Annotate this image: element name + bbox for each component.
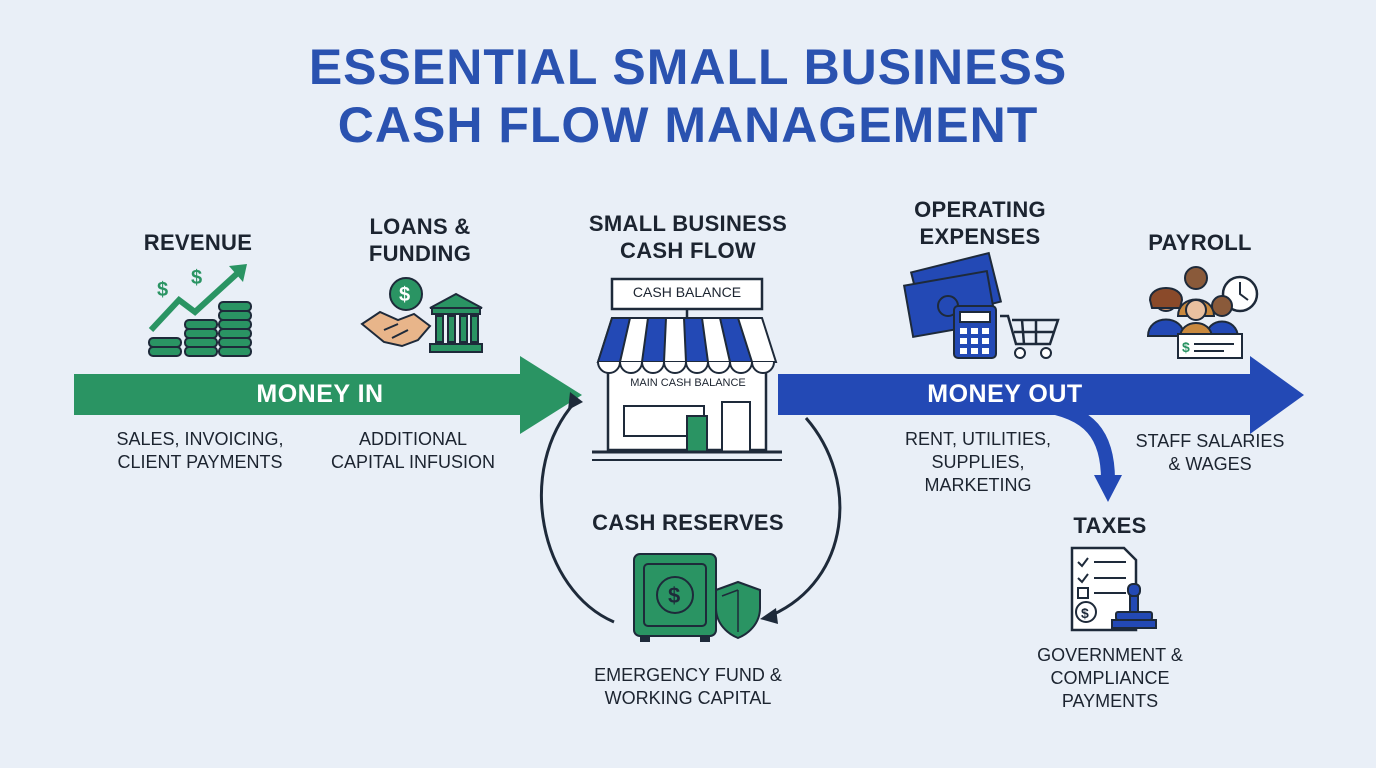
taxes-branch-arrow	[1038, 398, 1115, 481]
payroll-desc-line-1: STAFF SALARIES	[1135, 431, 1285, 451]
center-title-line-1: SMALL BUSINESS	[588, 211, 788, 236]
taxes-desc-line-3: PAYMENTS	[1061, 691, 1159, 711]
handshake-bank-icon: $	[360, 277, 483, 353]
revenue-growth-coins-icon: $ $	[148, 264, 252, 357]
money-in-arrow	[74, 356, 582, 434]
taxes-desc: GOVERNMENT & COMPLIANCE PAYMENTS	[1010, 644, 1210, 713]
title-line-1: ESSENTIAL SMALL BUSINESS	[308, 39, 1068, 95]
safe-shield-icon: $	[633, 553, 761, 642]
operating-title-line-1: OPERATING	[914, 197, 1046, 222]
svg-text:$: $	[157, 279, 168, 301]
page-title: ESSENTIAL SMALL BUSINESS CASH FLOW MANAG…	[0, 38, 1376, 154]
operating-desc: RENT, UTILITIES, SUPPLIES, MARKETING	[878, 428, 1078, 497]
tax-form-stamp-icon: $	[1070, 546, 1157, 632]
loans-title: LOANS & FUNDING	[340, 213, 500, 267]
operating-desc-line-1: RENT, UTILITIES,	[904, 429, 1052, 449]
payroll-desc: STAFF SALARIES & WAGES	[1110, 430, 1310, 476]
reserves-title: CASH RESERVES	[592, 510, 784, 535]
revenue-desc: SALES, INVOICING, CLIENT PAYMENTS	[95, 428, 305, 474]
reserve-loop-left-head	[568, 392, 583, 410]
taxes-desc-line-2: COMPLIANCE	[1050, 668, 1170, 688]
reserve-loop-right	[771, 417, 842, 617]
loans-desc-line-2: CAPITAL INFUSION	[330, 452, 496, 472]
staff-clock-check-icon: $	[1146, 266, 1259, 359]
operating-title-line-2: EXPENSES	[919, 224, 1041, 249]
reserves-desc-line-2: WORKING CAPITAL	[604, 688, 772, 708]
operating-desc-line-3: MARKETING	[924, 475, 1032, 495]
reserve-loop-right-head	[760, 608, 778, 624]
svg-text:$: $	[1182, 339, 1190, 355]
svg-text:$: $	[191, 267, 202, 289]
revenue-desc-line-1: SALES, INVOICING,	[116, 429, 284, 449]
svg-text:$: $	[668, 583, 680, 608]
loans-title-line-2: FUNDING	[368, 241, 472, 266]
money-out-arrow	[778, 356, 1304, 434]
title-line-2: CASH FLOW MANAGEMENT	[337, 97, 1039, 153]
cash-balance-sign: CASH BALANCE	[632, 284, 742, 300]
svg-text:$: $	[399, 284, 410, 306]
taxes-title: TAXES	[1073, 513, 1147, 538]
operating-desc-line-2: SUPPLIES,	[931, 452, 1025, 472]
loans-title-line-1: LOANS &	[369, 214, 471, 239]
payroll-title: PAYROLL	[1148, 230, 1252, 255]
reserves-desc: EMERGENCY FUND & WORKING CAPITAL	[570, 664, 806, 710]
taxes-branch-arrowhead	[1094, 475, 1122, 502]
cash-calculator-cart-icon	[902, 251, 1060, 359]
reserve-loop-left	[539, 401, 615, 624]
taxes-desc-line-1: GOVERNMENT &	[1037, 645, 1183, 665]
revenue-title: REVENUE	[143, 230, 253, 255]
reserves-desc-line-1: EMERGENCY FUND &	[594, 665, 782, 685]
svg-text:$: $	[1081, 605, 1089, 621]
money-out-label: MONEY OUT	[927, 380, 1083, 408]
main-cash-balance-label: MAIN CASH BALANCE	[630, 377, 746, 389]
operating-title: OPERATING EXPENSES	[880, 196, 1080, 250]
loans-desc: ADDITIONAL CAPITAL INFUSION	[318, 428, 508, 474]
center-title: SMALL BUSINESS CASH FLOW	[568, 210, 808, 264]
payroll-desc-line-2: & WAGES	[1168, 454, 1252, 474]
loans-desc-line-1: ADDITIONAL	[358, 429, 468, 449]
storefront-icon	[592, 277, 782, 461]
money-in-label: MONEY IN	[256, 380, 384, 408]
revenue-desc-line-2: CLIENT PAYMENTS	[117, 452, 283, 472]
center-title-line-2: CASH FLOW	[620, 238, 756, 263]
